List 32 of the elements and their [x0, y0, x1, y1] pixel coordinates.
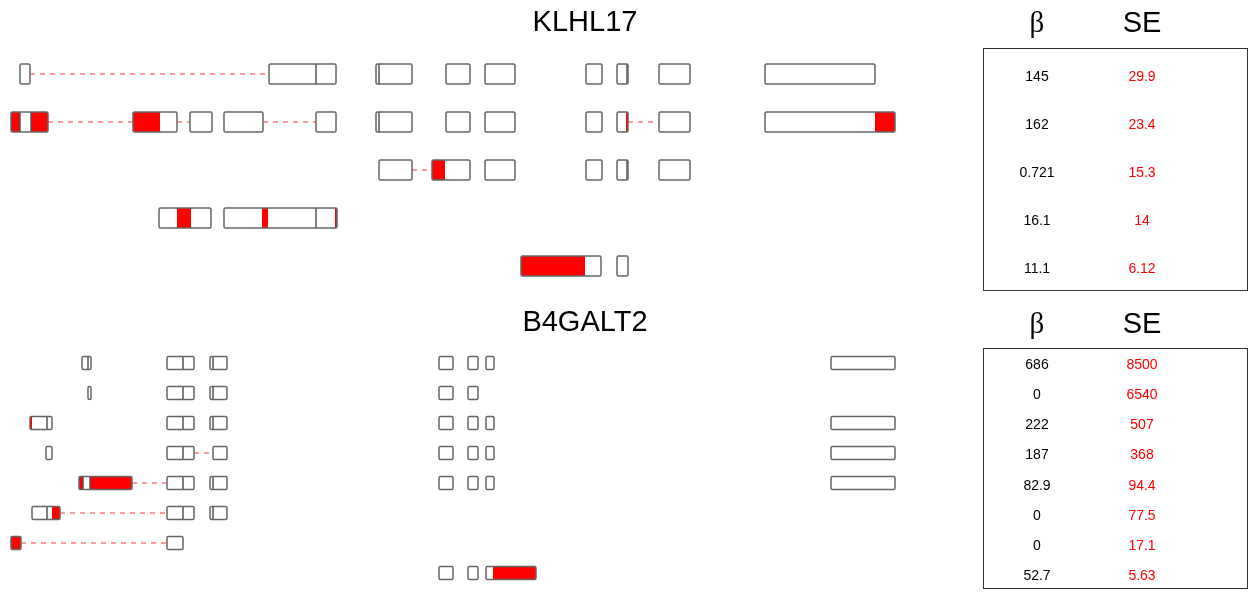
se-value: 5.63	[1128, 567, 1156, 583]
se-value: 6540	[1126, 386, 1158, 402]
se-value: 8500	[1126, 356, 1158, 372]
beta-value: 16.1	[1023, 212, 1051, 228]
gene-name: B4GALT2	[522, 305, 648, 338]
se-value: 17.1	[1128, 537, 1156, 553]
beta-value: 0	[1033, 386, 1041, 402]
se-value: 368	[1130, 446, 1154, 462]
column-header: β	[1029, 307, 1045, 340]
beta-value: 686	[1025, 356, 1049, 372]
se-value: 94.4	[1128, 477, 1156, 493]
beta-value: 187	[1025, 446, 1049, 462]
se-value: 507	[1130, 416, 1154, 432]
se-value: 29.9	[1128, 68, 1156, 84]
se-value: 23.4	[1128, 116, 1156, 132]
se-value: 6.12	[1128, 260, 1156, 276]
column-header: SE	[1122, 6, 1162, 39]
beta-value: 0.721	[1019, 164, 1055, 180]
gene-name: KLHL17	[532, 5, 638, 38]
beta-value: 145	[1025, 68, 1049, 84]
se-value: 14	[1134, 212, 1150, 228]
column-header: SE	[1122, 307, 1162, 340]
column-header: β	[1029, 6, 1045, 39]
se-value: 77.5	[1128, 507, 1156, 523]
beta-value: 82.9	[1023, 477, 1051, 493]
beta-value: 222	[1025, 416, 1049, 432]
se-value: 15.3	[1128, 164, 1156, 180]
beta-value: 0	[1033, 507, 1041, 523]
beta-value: 11.1	[1023, 260, 1051, 276]
beta-value: 0	[1033, 537, 1041, 553]
beta-value: 52.7	[1023, 567, 1051, 583]
beta-value: 162	[1025, 116, 1049, 132]
